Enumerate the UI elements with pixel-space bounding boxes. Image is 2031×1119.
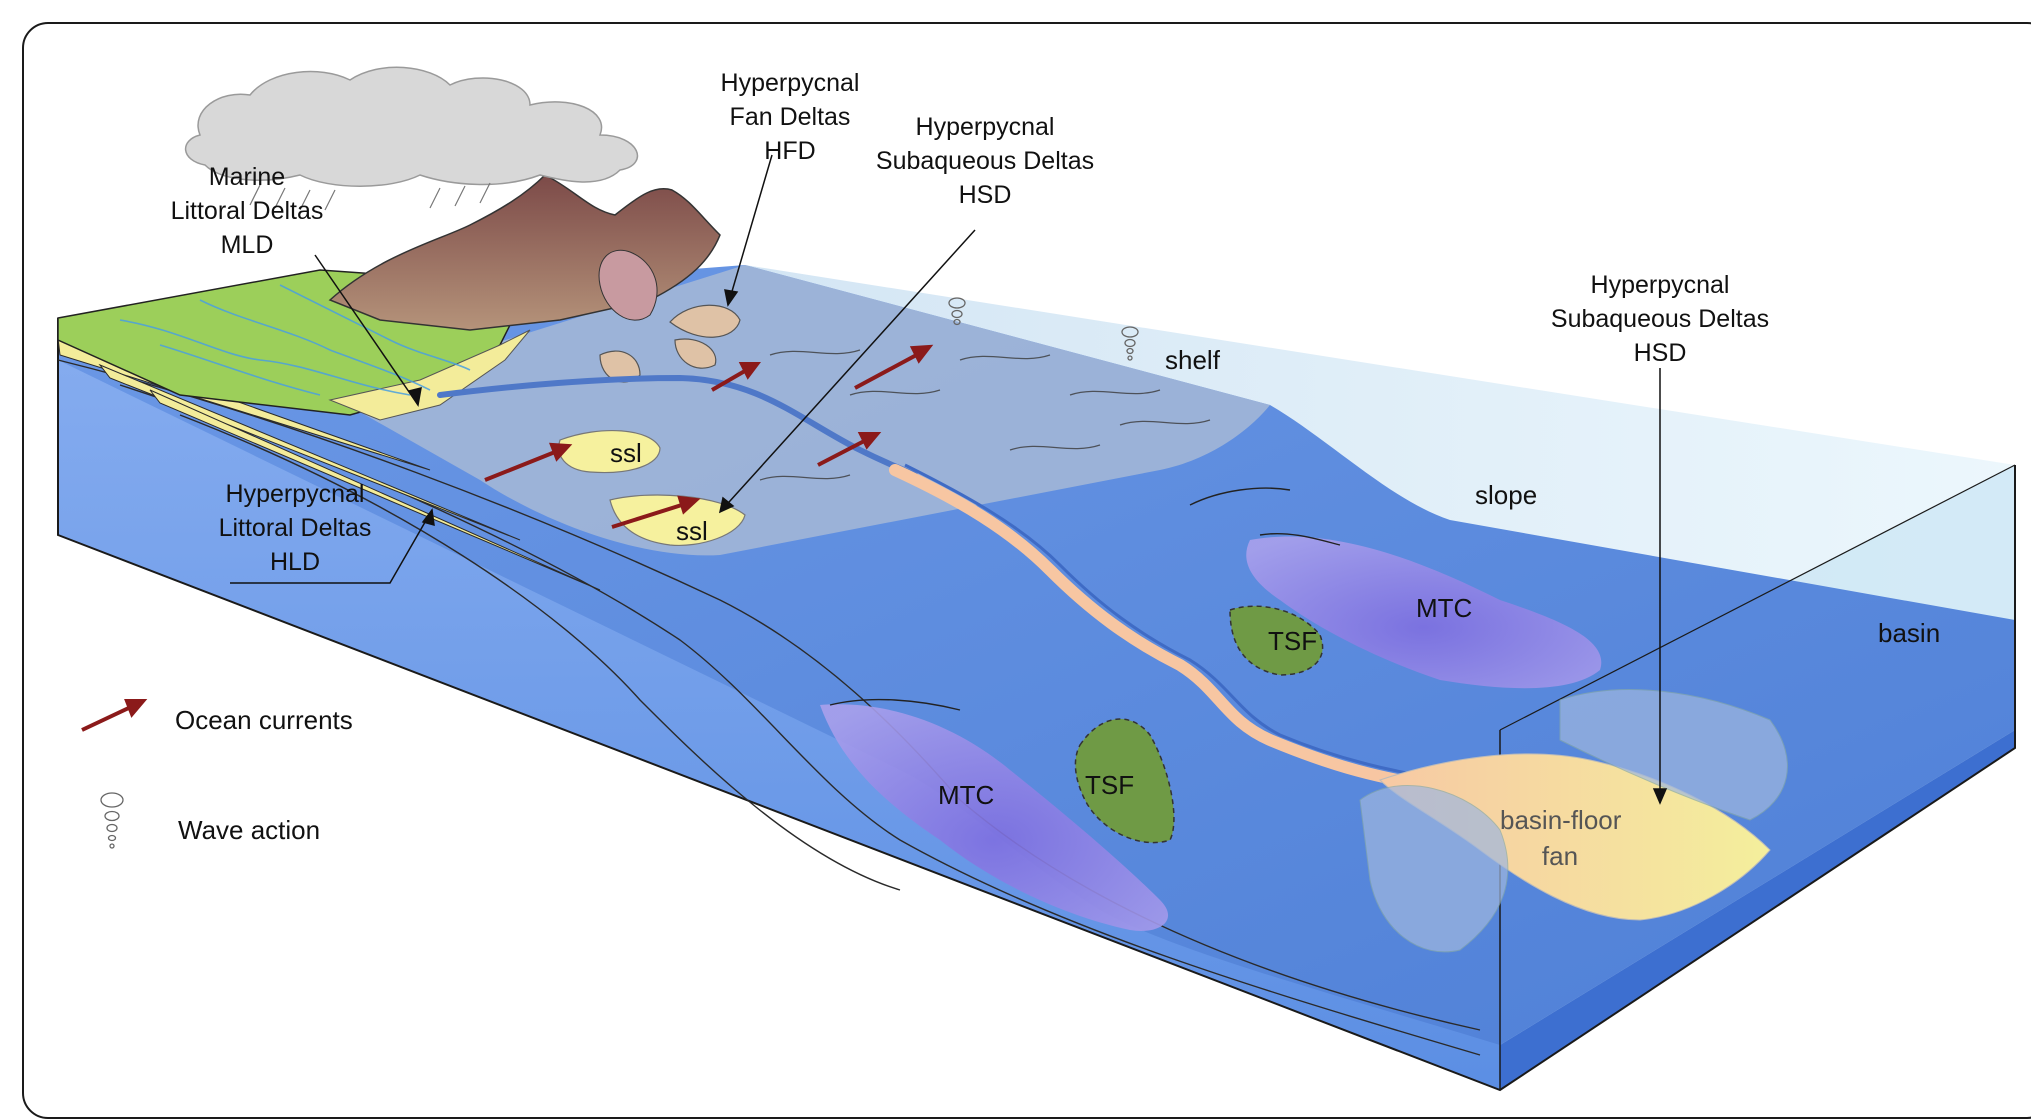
ocean-current-arrows: [484, 344, 934, 529]
fan-deltas: [599, 304, 741, 383]
label-tsf-upper: TSF: [1268, 626, 1318, 656]
basin-lobe-1: [1359, 785, 1509, 953]
label-basin: basin: [1878, 618, 1941, 648]
coastal-sand: [328, 329, 531, 421]
legend-wave-icon: [100, 792, 124, 849]
wave-bubbles: [948, 297, 1139, 361]
label-mtc-lower: MTC: [938, 780, 995, 810]
cloud: [184, 66, 639, 211]
mtc-upper: [1246, 536, 1602, 689]
crater: [598, 249, 658, 321]
channel-levee: [904, 463, 1461, 784]
river-network: [119, 284, 471, 396]
mtc-lower: [820, 704, 1169, 931]
shelf-area: [330, 265, 1270, 556]
shelf-bedforms: [759, 349, 1211, 481]
ssl-upper: [558, 430, 661, 474]
label-tsf-lower: TSF: [1085, 770, 1135, 800]
legend-current-icon: [81, 699, 148, 732]
legend-waves-label: Wave action: [178, 815, 321, 845]
block-edge-top: [1499, 464, 2016, 731]
block-right-face: [1500, 730, 2015, 1090]
label-ssl-lower: ssl: [676, 516, 708, 546]
shelf-channel: [437, 374, 918, 478]
tsf-upper: [1229, 605, 1324, 676]
block-front-face: [58, 318, 1500, 1090]
legend-currents-label: Ocean currents: [175, 705, 353, 735]
ssl-lower: [609, 494, 746, 547]
label-mtc-upper: MTC: [1416, 593, 1473, 623]
scarp-marks: [829, 487, 1341, 711]
label-slope: slope: [1475, 480, 1538, 510]
leader-lines: [230, 154, 1668, 805]
tsf-lower: [1074, 718, 1175, 844]
basin-lobe-2: [1559, 689, 1788, 821]
submarine-channel: [889, 464, 1466, 796]
label-ssl-upper: ssl: [610, 438, 642, 468]
label-shelf: shelf: [1165, 345, 1220, 375]
